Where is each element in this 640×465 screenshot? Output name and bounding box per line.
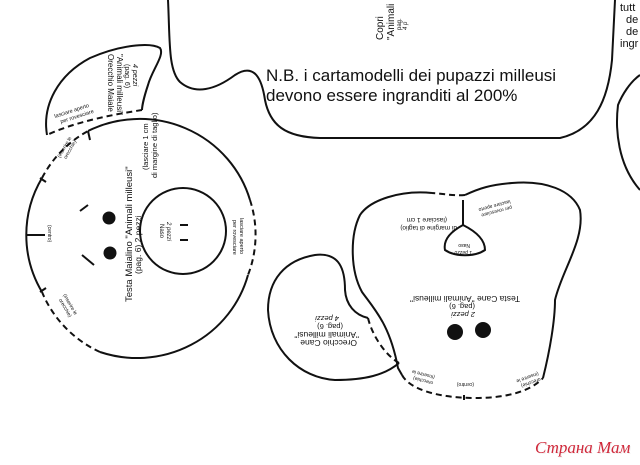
pig-eye-left <box>102 211 116 225</box>
pig-open-note-2: per rovesciare <box>231 220 237 255</box>
pig-head-outline-bottom <box>99 274 249 360</box>
dog-ears-right-note: (inserire le orecchie) <box>515 370 541 388</box>
dog-ear-page: (pag. 6) <box>317 322 343 331</box>
dog-ear-title: Orecchio Cane <box>300 338 357 348</box>
dog-ear-seam <box>367 317 400 364</box>
pig-margin-note: (lasciare 1 cm di margine di taglio) <box>141 112 159 178</box>
pig-head-ear-seam-top <box>41 130 89 179</box>
dog-ears-left-note-1: (inserire le <box>411 368 435 380</box>
pig-ear-mark-2 <box>39 287 47 293</box>
pig-ear-outline <box>45 44 163 136</box>
dog-head-label: Testa Cane "Animali milleusi" (pag. 6) 2… <box>410 294 520 319</box>
dog-head-outline-right <box>464 181 582 379</box>
dog-head-title: Testa Cane "Animali milleusi" <box>410 294 520 304</box>
right-text-2: de <box>626 14 639 26</box>
pig-ear-mark-3 <box>87 130 91 141</box>
top-piece-page: pag. <box>397 18 403 30</box>
dog-open-note: lasciare aperto per rovesciare <box>478 198 513 218</box>
pig-nostril-mark-2 <box>81 254 95 266</box>
right-text-1: tutt <box>620 2 636 14</box>
pig-margin-note-1: (lasciare 1 cm <box>141 123 150 170</box>
dog-head-open-seam <box>431 192 466 197</box>
pig-nostril-mark-1 <box>79 204 89 212</box>
pig-head-label: Testa Maialino "Animali milleusi" (pag. … <box>124 166 143 302</box>
pig-head-outline <box>87 117 251 201</box>
pig-center-label: (centro) <box>46 225 52 243</box>
dog-head-outline <box>351 191 433 376</box>
pig-nose-outline <box>139 187 227 275</box>
dog-ears-left-note-2: orecchie) <box>412 374 434 385</box>
dog-eye-left <box>447 324 463 340</box>
pig-ear-label: Orecchio Maiale "Animali milleusi" (pag.… <box>106 54 138 115</box>
right-text-4: ingr <box>620 38 639 50</box>
dog-center-label: (centro) <box>456 381 474 387</box>
dog-margin-note-1: (lasciare 1 cm <box>407 216 447 223</box>
dog-head-ear-seam <box>401 374 544 400</box>
pig-margin-note-2: di margine di taglio) <box>150 112 159 178</box>
top-piece-label: Copri "Animali pag. 4 p <box>375 4 409 40</box>
top-piece-subtitle: "Animali <box>386 4 397 40</box>
dog-nose-count: 1 pezzo <box>454 249 472 255</box>
dog-ear-outline <box>266 253 400 382</box>
pig-ear-count: 4 pezzi <box>131 64 138 87</box>
pig-nose-count: 2 pezzi <box>165 221 171 242</box>
right-text-3: de <box>626 26 639 38</box>
pig-nose-label: Naso 2 pezzi <box>158 221 171 242</box>
dog-nose-outline <box>443 223 487 257</box>
pig-open-note: lasciare aperto per rovesciare <box>231 218 244 255</box>
pig-head-open-seam <box>247 199 257 276</box>
pig-ears-bottom-note: (inserire le orecchie) <box>57 293 78 319</box>
dog-ears-left-note: (inserire le orecchie) <box>411 368 435 386</box>
pig-ear-title: Orecchio Maiale <box>106 54 115 112</box>
pig-head-ear-seam-bottom <box>41 291 101 353</box>
pig-ear-subtitle: "Animali milleusi" <box>115 54 124 115</box>
pig-head-outline-left <box>25 177 43 293</box>
notice-line-1: N.B. i cartamodelli dei pupazzi milleusi <box>266 66 557 85</box>
right-piece-outline <box>616 74 640 191</box>
dog-ear-label: Orecchio Cane "Animali milleusi" (pag. 6… <box>294 314 359 348</box>
dog-eye-right <box>475 322 491 338</box>
dog-nose-title: Naso <box>458 242 470 248</box>
top-piece-outline <box>167 0 616 139</box>
dog-head-count: 2 pezzi <box>451 310 476 319</box>
pig-head-page: (pag. 6) 2 pezzi <box>133 215 143 274</box>
pig-ear-open-note: lasciare aperto per rovesciare <box>54 103 95 125</box>
pig-ear-page: (pag. 6) <box>123 64 130 88</box>
dog-nose-label: Naso 1 pezzo <box>454 242 472 255</box>
notice-line-2: devono essere ingranditi al 200% <box>266 86 518 105</box>
pig-open-note-1: lasciare aperto <box>238 218 244 254</box>
pig-eye-right <box>103 246 117 260</box>
dog-ear-subtitle: "Animali milleusi" <box>294 330 359 340</box>
watermark-logo: Страна Мам <box>535 438 631 457</box>
pig-nose-title: Naso <box>158 224 164 239</box>
pig-head-title: Testa Maialino "Animali milleusi" <box>124 166 135 302</box>
top-piece-title: Copri <box>375 16 386 40</box>
dog-margin-note-2: di margine di taglio) <box>400 224 457 231</box>
dog-margin-note: (lasciare 1 cm di margine di taglio) <box>400 216 457 231</box>
dog-head-page: (pag. 6) <box>449 302 475 311</box>
top-piece-count: 4 p <box>403 21 409 30</box>
dog-ear-count: 4 pezzi <box>315 314 339 323</box>
pig-ear-mark-1 <box>39 177 47 183</box>
